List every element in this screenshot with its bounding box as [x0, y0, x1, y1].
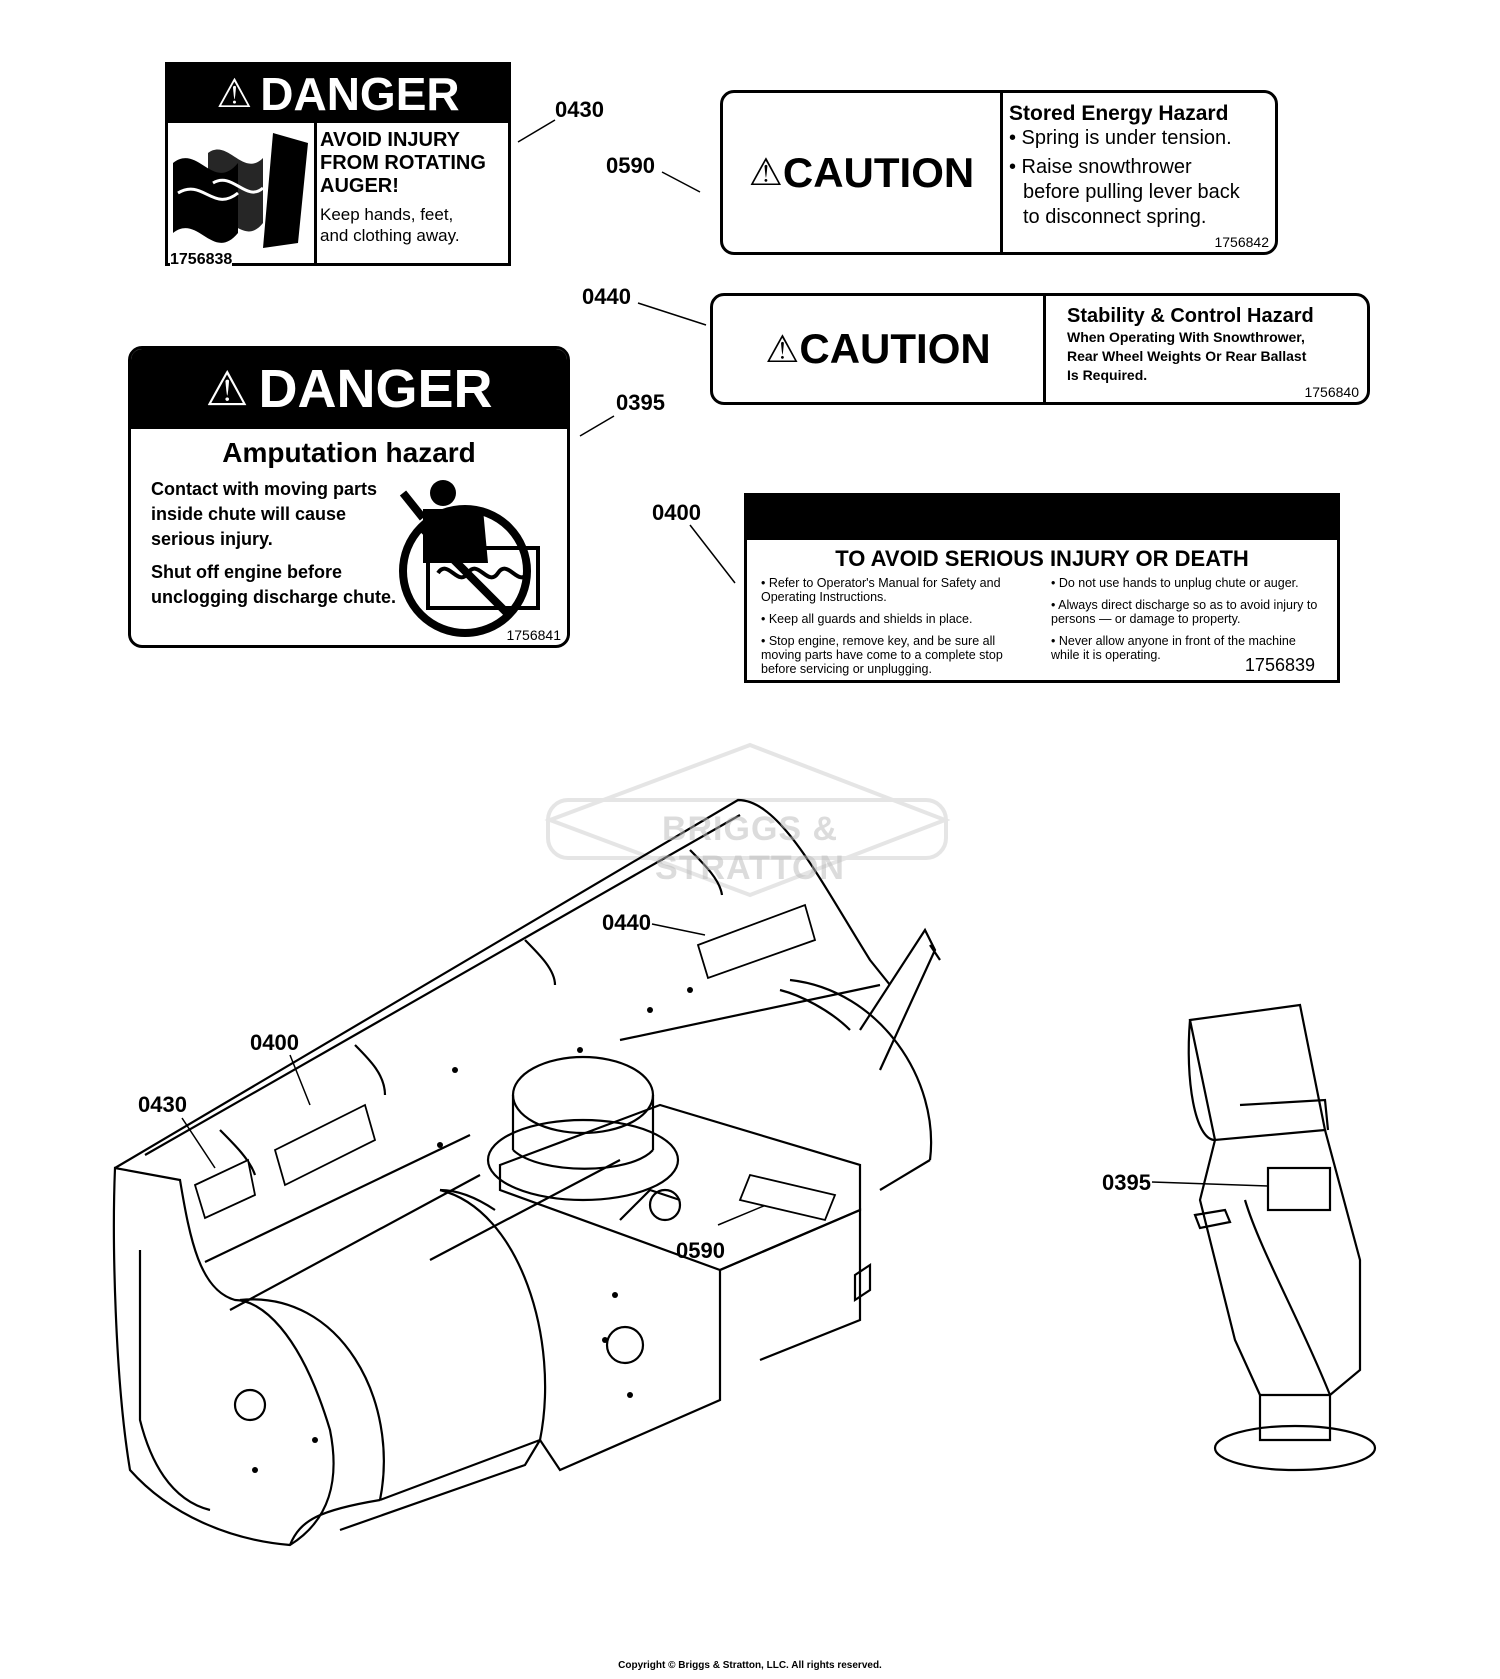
danger-header: ⚠ DANGER — [131, 349, 567, 429]
decal-location-0440 — [696, 903, 817, 980]
hazard-title: Amputation hazard — [222, 437, 476, 468]
decal-0440: ⚠ CAUTION Stability & Control Hazard Whe… — [710, 293, 1370, 405]
decal-title: TO AVOID SERIOUS INJURY OR DEATH — [835, 546, 1249, 571]
decal-0430: ⚠ DANGER 1756838 AVOID INJURY FROM ROTAT… — [165, 62, 511, 269]
leader-lines — [181, 119, 1269, 1226]
decal-locations — [193, 903, 837, 1222]
warning-triangle-icon: ⚠ — [216, 72, 253, 116]
copyright-notice: Copyright © Briggs & Stratton, LLC. All … — [618, 1660, 882, 1671]
callout-0430-diagram: 0430 — [138, 1092, 187, 1117]
callout-0400-top: 0400 — [652, 500, 701, 525]
warning-triangle-icon: ⚠ — [765, 328, 800, 371]
warning-triangle-icon: ⚠ — [748, 152, 783, 194]
decal-location-0400 — [273, 1103, 377, 1187]
part-number: 1756841 — [506, 627, 561, 643]
watermark-text: BRIGGS & STRATTON — [655, 810, 845, 887]
auger-hand-icon — [173, 133, 308, 248]
decal-location-0590 — [738, 1173, 837, 1222]
discharge-chute — [1187, 1003, 1377, 1472]
callout-0590-top: 0590 — [606, 153, 655, 178]
warning-text: AVOID INJURY FROM ROTATING AUGER! Keep h… — [320, 129, 486, 245]
callout-0440-diagram: 0440 — [602, 910, 651, 935]
part-number: 1756842 — [1214, 234, 1269, 250]
caution-signal: ⚠ CAUTION — [713, 296, 1046, 402]
part-number: 1756838 — [170, 251, 233, 269]
bolt-holes — [252, 987, 693, 1473]
caution-signal: ⚠ CAUTION — [723, 93, 1003, 252]
black-header-band — [747, 496, 1337, 540]
instructions-left: • Refer to Operator's Manual for Safety … — [761, 576, 1003, 676]
auger-housing — [112, 798, 941, 1547]
hazard-text: Stored Energy Hazard • Spring is under t… — [1009, 102, 1240, 228]
decal-location-0430 — [193, 1158, 257, 1220]
danger-header: ⚠ DANGER — [168, 65, 508, 123]
callout-0430-top: 0430 — [555, 97, 604, 122]
part-number: 1756839 — [1244, 655, 1315, 675]
auger-pictogram: 1756838 — [168, 123, 317, 269]
warning-triangle-icon: ⚠ — [205, 363, 249, 416]
hazard-text: Stability & Control Hazard When Operatin… — [1067, 305, 1314, 383]
callout-0395-diagram: 0395 — [1102, 1170, 1151, 1195]
decal-0400: TO AVOID SERIOUS INJURY OR DEATH • Refer… — [744, 493, 1340, 683]
decal-0395: ⚠ DANGER Amputation hazard Contact with … — [128, 346, 570, 648]
decal-location-0395 — [1266, 1166, 1332, 1212]
callout-0440-top: 0440 — [582, 284, 631, 309]
hazard-text: Contact with moving parts inside chute w… — [151, 479, 397, 607]
no-hands-in-chute-icon — [399, 480, 540, 637]
instructions-right: • Do not use hands to unplug chute or au… — [1051, 576, 1318, 662]
callout-0395-top: 0395 — [616, 390, 665, 415]
callout-0590-diagram: 0590 — [676, 1238, 725, 1263]
part-number: 1756840 — [1304, 384, 1359, 400]
watermark-logo — [544, 742, 951, 898]
callout-0400-diagram: 0400 — [250, 1030, 299, 1055]
decal-0590: ⚠ CAUTION Stored Energy Hazard • Spring … — [720, 90, 1278, 255]
